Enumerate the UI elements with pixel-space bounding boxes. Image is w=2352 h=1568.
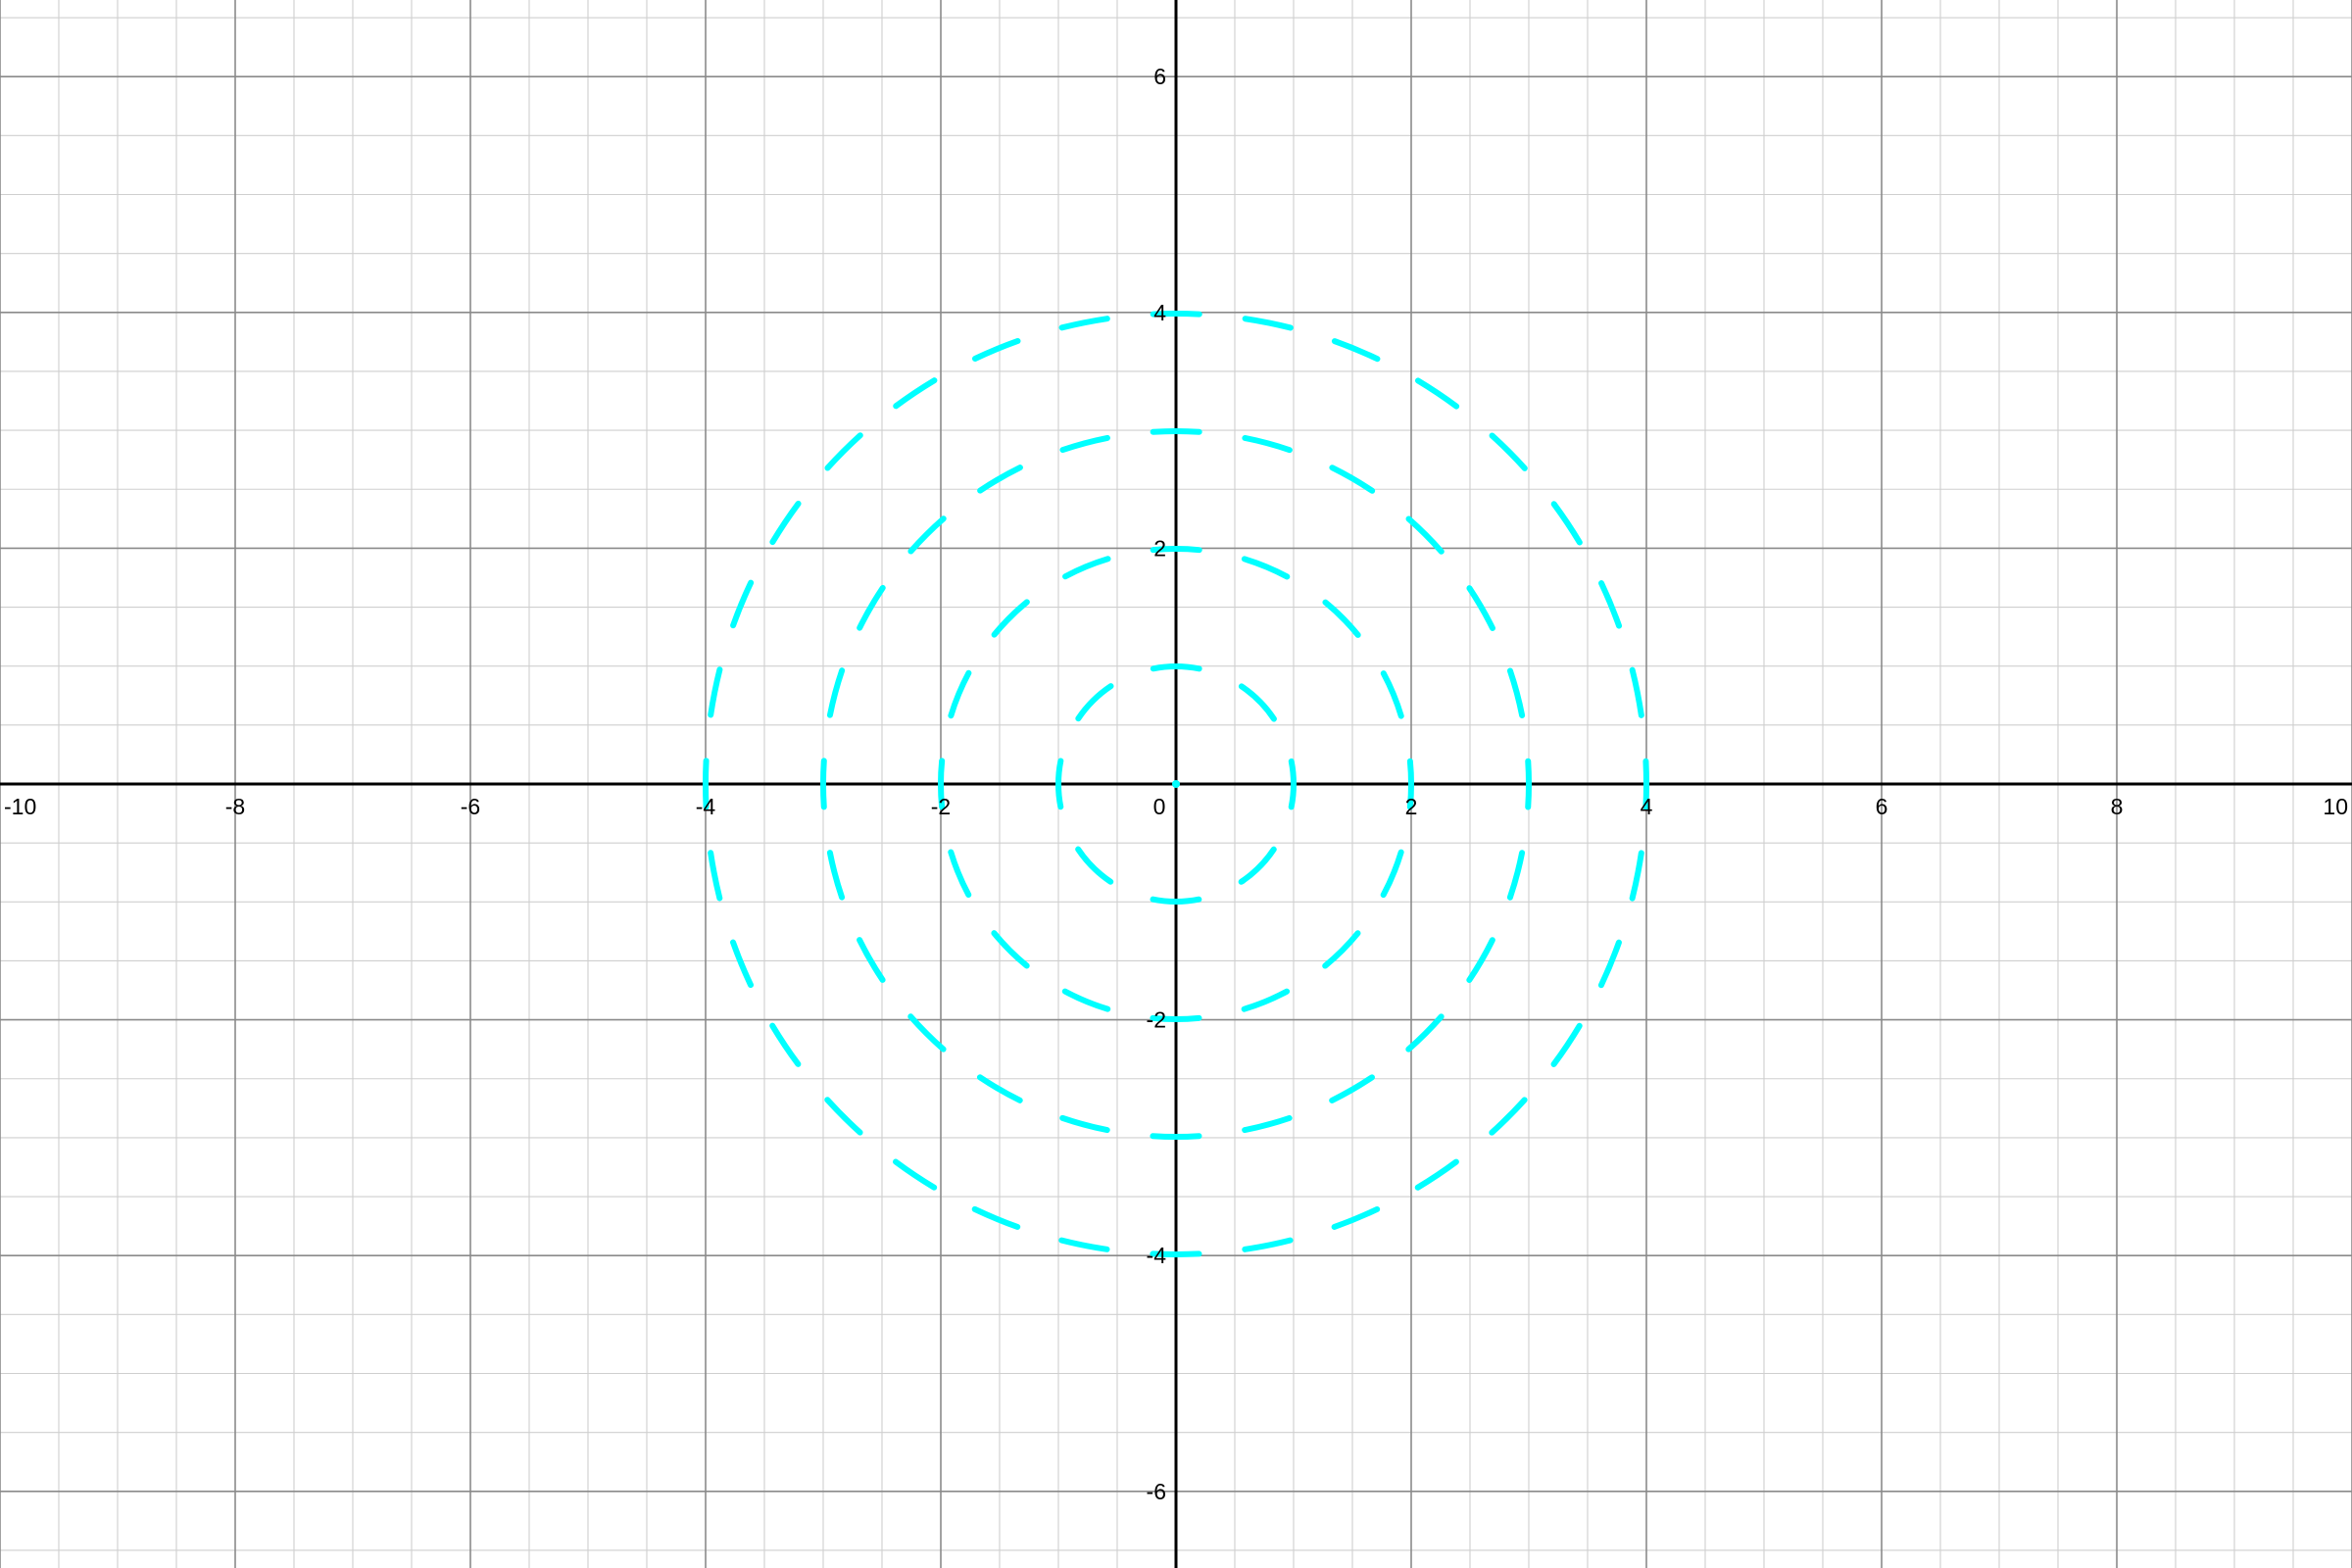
x-tick-label: -10 <box>4 794 36 819</box>
x-tick-label: -2 <box>931 794 951 819</box>
circle-radius-4 <box>703 311 1649 1257</box>
x-tick-label: -8 <box>225 794 245 819</box>
circle-radius-3 <box>820 428 1532 1140</box>
x-tick-label: 0 <box>1153 794 1166 819</box>
y-tick-label: 4 <box>1153 300 1166 325</box>
y-tick-label: -4 <box>1147 1243 1167 1268</box>
curves <box>703 311 1649 1257</box>
y-tick-label: 6 <box>1153 64 1166 89</box>
circle-radius-2 <box>938 546 1414 1022</box>
x-tick-label: 8 <box>2111 794 2124 819</box>
x-tick-label: 4 <box>1641 794 1653 819</box>
circle-radius-1 <box>1055 663 1297 905</box>
x-tick-label: 6 <box>1876 794 1888 819</box>
x-tick-label: -4 <box>696 794 716 819</box>
x-tick-label: 2 <box>1405 794 1418 819</box>
origin-point <box>1172 780 1180 788</box>
y-tick-label: 2 <box>1153 535 1166 561</box>
y-tick-label: -6 <box>1147 1479 1166 1504</box>
x-tick-label: -6 <box>461 794 480 819</box>
y-tick-label: -2 <box>1147 1007 1166 1033</box>
x-tick-label: 10 <box>2323 794 2348 819</box>
tick-labels: -10 -8 -6 -4 -2 0 2 4 6 8 10 6 4 2 -2 -4 -6 <box>4 64 2348 1504</box>
